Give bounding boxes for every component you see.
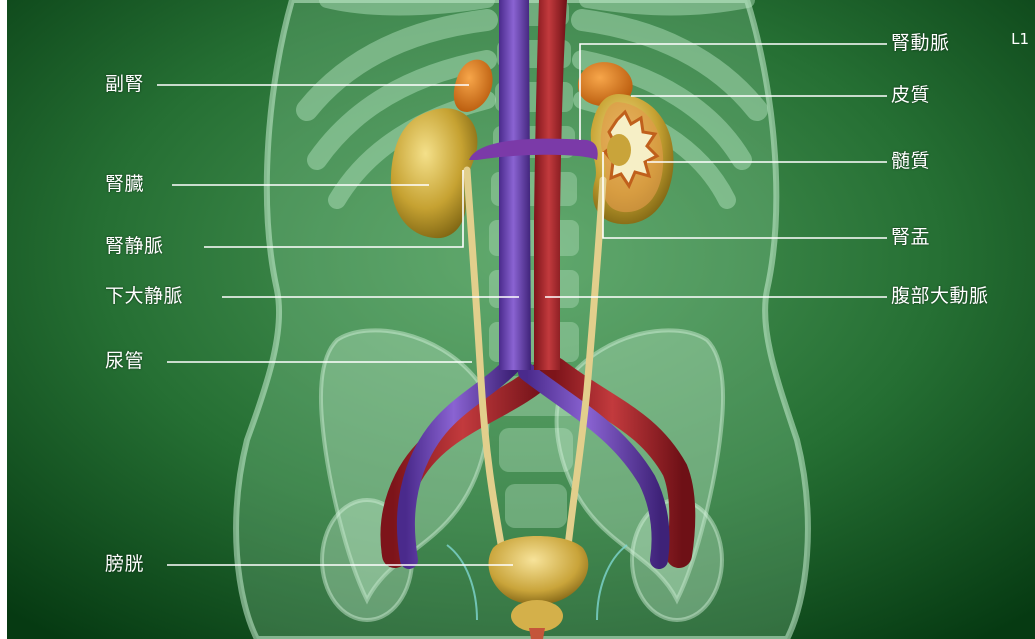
- renal-pelvis: [607, 134, 631, 166]
- page-marker: L1: [1011, 30, 1029, 48]
- label-medulla: 髄質: [891, 150, 930, 172]
- label-kidney: 腎臓: [105, 173, 144, 195]
- label-abdominal-aorta: 腹部大動脈: [891, 285, 989, 307]
- label-cortex: 皮質: [891, 84, 930, 106]
- label-adrenal-gland: 副腎: [105, 73, 144, 95]
- urethra: [529, 628, 545, 639]
- label-renal-artery: 腎動脈: [891, 32, 950, 54]
- label-inferior-vena-cava: 下大静脈: [105, 285, 183, 307]
- label-bladder: 膀胱: [105, 553, 144, 575]
- label-ureter: 尿管: [105, 350, 144, 372]
- label-renal-vein: 腎静脈: [105, 235, 164, 257]
- urethra-base: [511, 600, 563, 632]
- urinary-system-illustration: [7, 0, 1035, 639]
- inferior-vena-cava: [499, 0, 531, 370]
- anatomy-diagram: L1 副腎 腎臓 腎静脈 下大静脈 尿管 膀胱 腎動脈 皮質 髄質 腎盂 腹部大…: [7, 0, 1035, 639]
- label-renal-pelvis: 腎盂: [891, 226, 930, 248]
